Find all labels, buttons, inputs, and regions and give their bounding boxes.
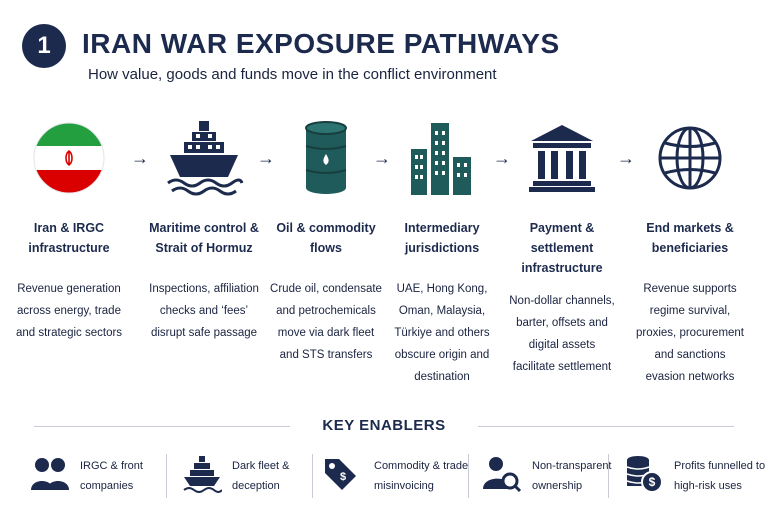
section-number-badge: 1	[22, 24, 66, 68]
header: 1 IRAN WAR EXPOSURE PATHWAYS How value, …	[22, 24, 742, 90]
divider	[34, 426, 290, 427]
people-icon	[30, 454, 70, 494]
flow-arrow-icon: →	[373, 147, 391, 168]
pathway-flow: Iran & IRGC infrastructure Revenue gener…	[0, 112, 768, 402]
separator	[166, 454, 167, 498]
divider	[478, 426, 734, 427]
iran-flag-icon	[29, 118, 109, 198]
enablers-title: KEY ENABLERS	[322, 417, 446, 434]
ship-icon	[182, 454, 222, 494]
step-label: Payment & settlement infrastructure	[521, 221, 603, 275]
globe-icon	[650, 118, 730, 198]
page-title: IRAN WAR EXPOSURE PATHWAYS	[82, 28, 560, 59]
enabler-dark-fleet: Dark fleet &deception	[172, 448, 320, 504]
city-buildings-icon	[402, 118, 482, 198]
step-oil-commodity-flows: Oil & commodity flows Crude oil, condens…	[262, 112, 390, 402]
step-end-markets: End markets & beneficiaries Revenue supp…	[626, 112, 754, 402]
coin-stack-icon: $	[624, 454, 664, 494]
price-tag-icon: $	[320, 454, 360, 494]
separator	[312, 454, 313, 498]
separator	[468, 454, 469, 498]
step-label: Iran & IRGC infrastructure	[28, 221, 110, 255]
step-intermediary-jurisdictions: Intermediary jurisdictions UAE, Hong Kon…	[378, 112, 506, 402]
step-label: Intermediary jurisdictions	[404, 221, 480, 255]
bank-icon	[522, 118, 602, 198]
svg-text:$: $	[340, 471, 346, 483]
person-search-icon	[482, 454, 522, 494]
flow-arrow-icon: →	[617, 147, 635, 168]
step-label: Oil & commodity flows	[276, 221, 376, 255]
step-payment-settlement: Payment & settlement infrastructure Non-…	[498, 112, 626, 402]
page-subtitle: How value, goods and funds move in the c…	[88, 66, 497, 83]
flow-arrow-icon: →	[493, 147, 511, 168]
step-label: Maritime control & Strait of Hormuz	[149, 221, 259, 255]
ship-icon	[164, 118, 244, 198]
svg-text:$: $	[649, 475, 656, 489]
enabler-text: Dark fleet &deception	[232, 460, 290, 492]
step-maritime-control: Maritime control & Strait of Hormuz Insp…	[140, 112, 268, 402]
step-description: UAE, Hong Kong,Oman, Malaysia,Türkiye an…	[394, 283, 490, 383]
flow-arrow-icon: →	[257, 147, 275, 168]
separator	[608, 454, 609, 498]
flow-arrow-icon: →	[131, 147, 149, 168]
oil-barrel-icon	[286, 118, 366, 198]
step-label: End markets & beneficiaries	[646, 221, 734, 255]
step-iran-irgc: Iran & IRGC infrastructure Revenue gener…	[5, 112, 133, 402]
